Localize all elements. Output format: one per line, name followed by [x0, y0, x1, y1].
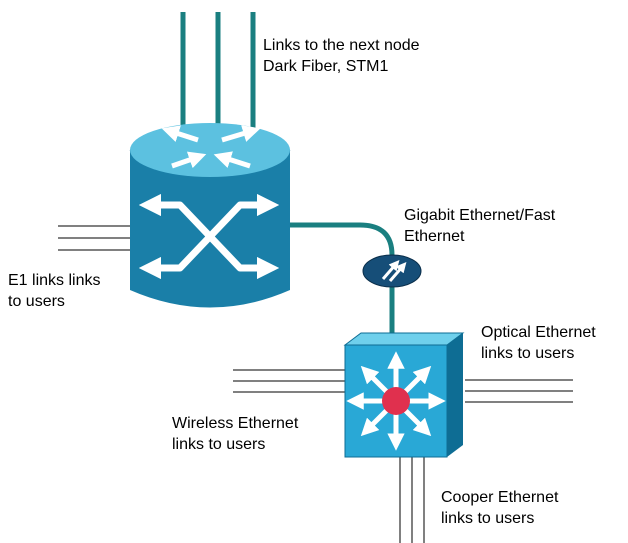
uplink-lines — [180, 12, 256, 140]
label-optical: Optical Ethernet links to users — [481, 322, 596, 364]
label-e1: E1 links links to users — [8, 270, 100, 312]
label-wireless: Wireless Ethernet links to users — [172, 413, 298, 455]
label-e1-line2: to users — [8, 293, 65, 310]
label-optical-line2: links to users — [481, 345, 575, 362]
label-wireless-line2: links to users — [172, 436, 266, 453]
label-next-node-line2: Dark Fiber, STM1 — [263, 58, 389, 75]
cooper-link-lines — [399, 455, 425, 543]
label-cooper-line2: links to users — [441, 510, 535, 527]
transceiver-icon — [362, 254, 422, 288]
label-gigabit: Gigabit Ethernet/Fast Ethernet — [404, 205, 555, 247]
label-e1-line1: E1 links links — [8, 272, 101, 289]
label-gigabit-line2: Ethernet — [404, 228, 465, 245]
label-gigabit-line1: Gigabit Ethernet/Fast — [404, 207, 556, 224]
label-next-node: Links to the next node Dark Fiber, STM1 — [263, 35, 420, 77]
router-icon — [129, 123, 291, 308]
wireless-link-lines — [233, 369, 345, 393]
label-optical-line1: Optical Ethernet — [481, 324, 596, 341]
label-cooper: Cooper Ethernet links to users — [441, 487, 558, 529]
label-cooper-line1: Cooper Ethernet — [441, 489, 559, 506]
label-wireless-line1: Wireless Ethernet — [172, 415, 299, 432]
e1-link-lines — [58, 225, 135, 251]
label-next-node-line1: Links to the next node — [263, 37, 420, 54]
optical-link-lines — [465, 379, 573, 403]
switch-center-dot — [382, 387, 410, 415]
multilayer-switch-icon — [343, 332, 465, 458]
